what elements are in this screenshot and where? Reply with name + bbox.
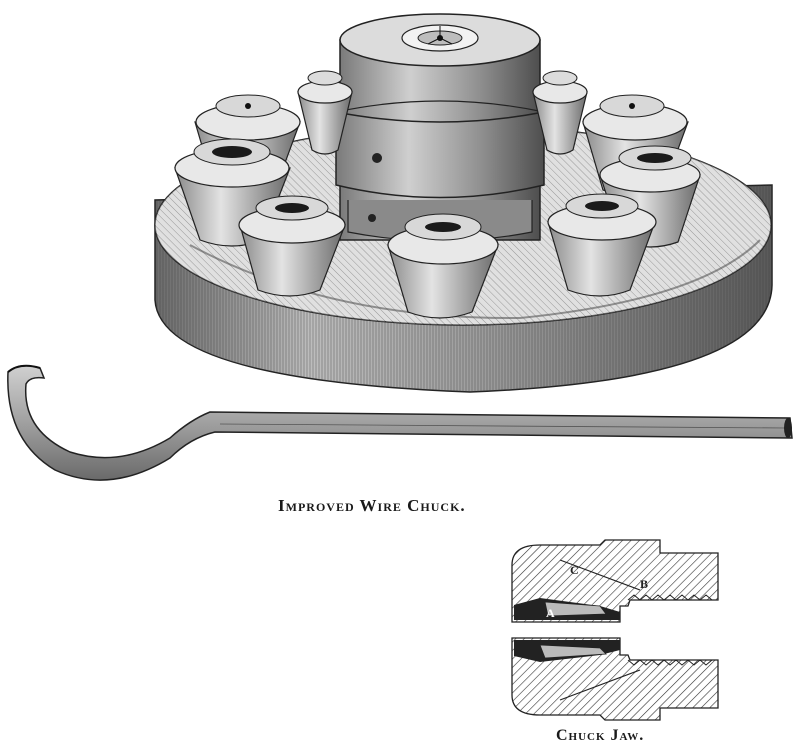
figure-caption-chuck: Improved Wire Chuck. bbox=[278, 496, 466, 515]
figure-caption-jaw: Chuck Jaw. bbox=[556, 727, 645, 744]
collet-jaw bbox=[238, 195, 346, 297]
collet-jaw bbox=[532, 70, 588, 155]
jaw-label-c: C bbox=[570, 563, 579, 577]
jaw-label-b: B bbox=[640, 577, 648, 591]
collet-jaw bbox=[387, 213, 499, 319]
collet-jaws bbox=[174, 70, 701, 319]
collet-jaw bbox=[599, 145, 701, 248]
collet-jaw bbox=[174, 138, 291, 247]
jaw-label-a: A bbox=[546, 606, 555, 620]
spanner-wrench bbox=[7, 364, 793, 481]
collet-jaw bbox=[297, 70, 353, 155]
collet-jaw bbox=[547, 193, 657, 297]
chuck-jaw-section: C B A bbox=[511, 539, 719, 721]
central-cylinder bbox=[335, 13, 545, 242]
